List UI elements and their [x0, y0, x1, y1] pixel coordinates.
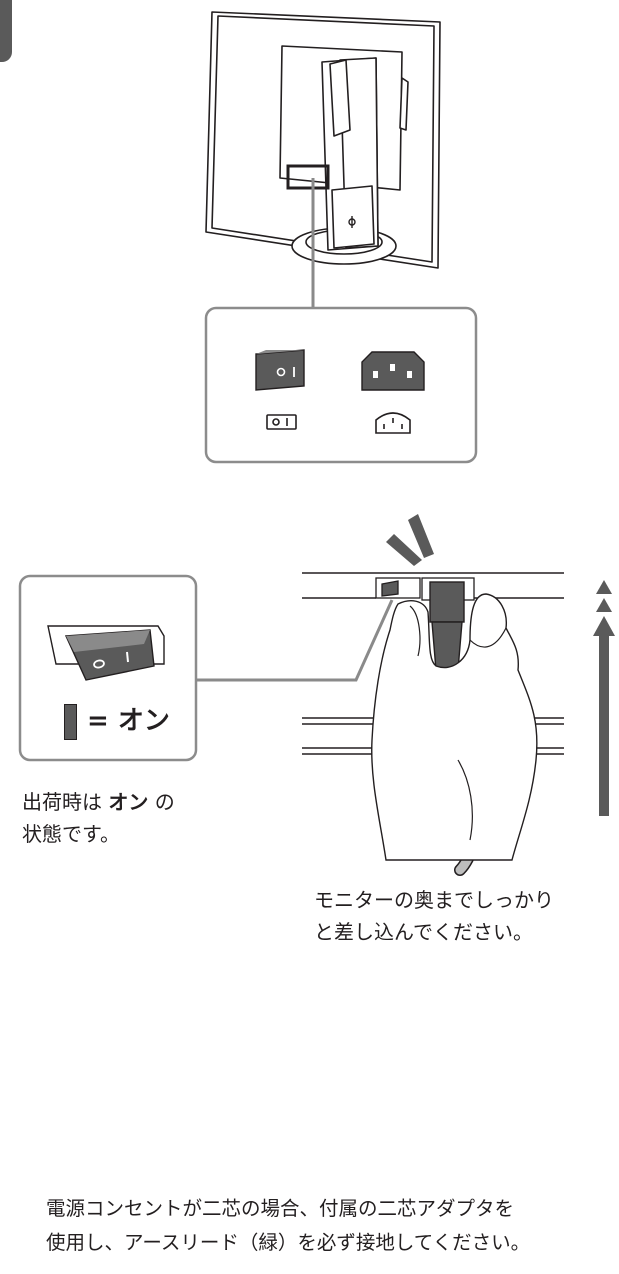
- ac-inlet-icon: [361, 351, 425, 391]
- inlet-symbol-icon: [375, 412, 411, 434]
- monitor-rear-illustration: [204, 11, 478, 464]
- power-switch-icon: [255, 349, 305, 391]
- page-edge-tab: [0, 0, 12, 62]
- default-note-line1: 出荷時は オン の: [22, 790, 175, 814]
- switch-on-legend: = オン: [64, 700, 170, 740]
- grounding-note: 電源コンセントが二芯の場合、付属の二芯アダプタを 使用し、アースリード（緑）を必…: [46, 1192, 530, 1260]
- insertion-note: モニターの奥までしっかり と差し込んでください。: [314, 884, 554, 948]
- default-state-note: 出荷時は オン の 状態です。: [22, 786, 175, 850]
- default-note-line2: 状態です。: [22, 822, 120, 846]
- grounding-note-line2: 使用し、アースリード（緑）を必ず接地してください。: [46, 1231, 531, 1254]
- grounding-note-line1: 電源コンセントが二芯の場合、付属の二芯アダプタを: [46, 1197, 515, 1220]
- rocker-switch-icon: [47, 625, 165, 681]
- on-legend-label: = オン: [87, 706, 170, 736]
- on-word: オン: [108, 790, 149, 814]
- plug-insertion-illustration: [18, 514, 615, 876]
- insertion-note-line2: と差し込んでください。: [314, 920, 533, 944]
- switch-symbol-icon: [266, 414, 297, 430]
- on-indicator-bar: [64, 703, 77, 740]
- insertion-note-line1: モニターの奥までしっかり: [314, 888, 554, 912]
